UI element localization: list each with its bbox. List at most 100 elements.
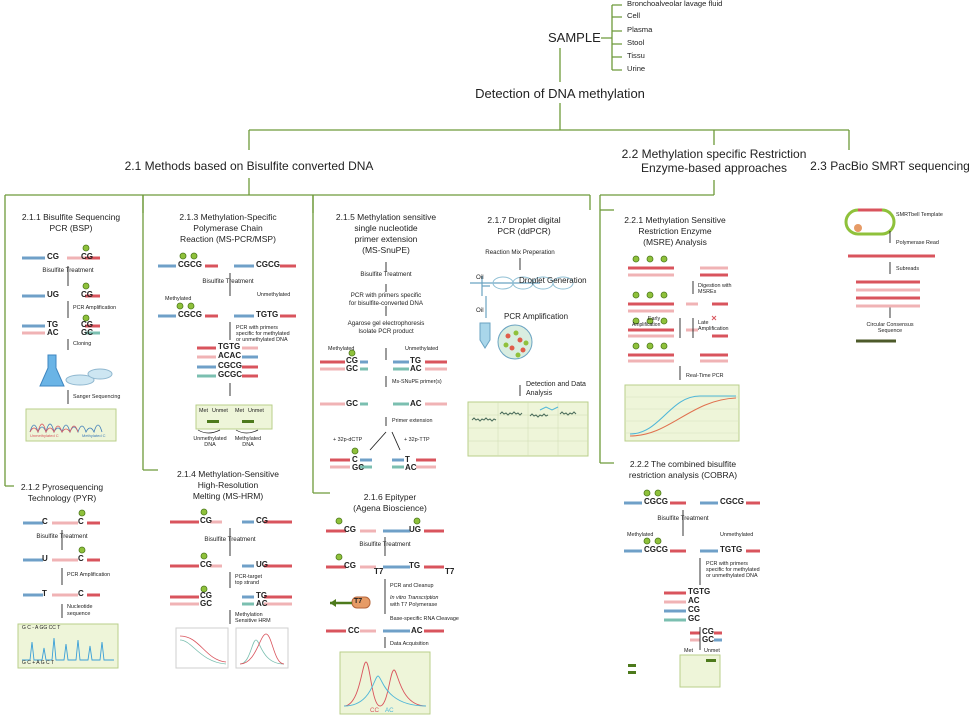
mspcr-label-unmethylated: Unmethylated xyxy=(257,292,291,298)
cobra-label-methylated: Methylated xyxy=(627,532,654,538)
mspcr-unmet-1: Unmet xyxy=(212,408,228,414)
pyr-step-pcr: PCR Amplification xyxy=(67,572,111,578)
ddpcr-oil-1: Oil xyxy=(476,274,484,281)
snupe-step-pcr-1: PCR with primers specific xyxy=(350,292,422,299)
mspcr-title-2: Polymerase Chain xyxy=(193,223,263,233)
cobra-step-pcr-2: specific for methylated xyxy=(706,567,760,573)
mspcr-title-1: 2.1.3 Methylation-Specific xyxy=(179,212,277,222)
ddpcr-step-mix: Reaction Mix Preperation xyxy=(485,249,555,256)
mshrm-title-3: Melting (MS-HRM) xyxy=(192,491,264,501)
ddpcr-title-1: 2.1.7 Droplet digital xyxy=(487,215,561,225)
ddpcr-step-pcr: PCR Amplification xyxy=(504,312,569,321)
mshrm-step-hrm-2: Sensitive HRM xyxy=(235,618,271,624)
sample-type-cell: Cell xyxy=(627,11,641,20)
cobra-step-pcr-3: or unmethylated DNA xyxy=(706,573,758,579)
sample-type-plasma: Plasma xyxy=(627,25,653,34)
snupe-label-unmethylated: Unmethylated xyxy=(405,346,439,352)
sample-type-bal: Bronchoalveolar lavage fluid xyxy=(627,0,723,8)
cobra-met: Met xyxy=(684,648,693,654)
msre-late-2: Amplification xyxy=(698,326,729,332)
ddpcr-title-2: PCR (ddPCR) xyxy=(497,226,551,236)
mshrm-step-hrm-1: Methylation xyxy=(235,612,263,618)
epityper-step-bisulfite: Bisulfite Treatment xyxy=(359,541,411,548)
pacbio-step-ccs-2: Sequence xyxy=(877,328,903,334)
epityper-t7-badge: T7 xyxy=(354,598,363,605)
mspcr-step-pcr-2: specific for methylated xyxy=(236,331,290,337)
epityper-step-transcription-1: In vitro Transcription xyxy=(390,595,439,601)
mspcr-unmet-2: Unmet xyxy=(248,408,264,414)
ddpcr-step-detection-2: Analysis xyxy=(526,390,553,397)
snupe-step-gel-2: Isolate PCR product xyxy=(358,328,414,335)
mshrm-step-pcr-2: top strand xyxy=(235,580,259,586)
cobra-title-1: 2.2.2 The combined bisulfite xyxy=(629,459,737,469)
mspcr-methylated-dna-1: Methylated xyxy=(234,436,262,442)
bsp-step-sanger: Sanger Sequencing xyxy=(73,394,121,400)
sample-label: SAMPLE xyxy=(548,30,601,45)
epityper-ac: AC xyxy=(411,626,423,635)
category-restriction-line1: 2.2 Methylation specific Restriction xyxy=(621,147,807,161)
snupe-dttp: + 32p-TTP xyxy=(404,437,430,443)
epityper-t7-2: T7 xyxy=(445,567,455,576)
snupe-step-primer: Ms-SNuPE primer(s) xyxy=(392,379,442,385)
cobra-label-unmethylated: Unmethylated xyxy=(720,532,754,538)
bsp-step-pcr: PCR Amplification xyxy=(73,305,117,311)
epityper-step-acquisition: Data Acquisition xyxy=(390,641,429,647)
mspcr-unmethylated-dna-1: Unmethylated xyxy=(193,436,227,442)
bsp-title-1: 2.1.1 Bisulfite Sequencing xyxy=(21,212,121,222)
epityper-cc: CC xyxy=(348,626,360,635)
cobra-title-2: restriction analysis (COBRA) xyxy=(628,470,738,480)
main-title: Detection of DNA methylation xyxy=(475,86,645,101)
category-restriction-line2: Enzyme-based approaches xyxy=(640,161,788,175)
msre-title-2: Restriction Enzyme xyxy=(638,226,712,236)
msre-early-2: Amplification xyxy=(632,322,661,328)
snupe-title-4: (MS-SnuPE) xyxy=(362,245,410,255)
msre-step-digestion-1: Digestion with xyxy=(698,283,732,289)
msre-step-realtime: Real-Time PCR xyxy=(686,373,724,379)
bsp-legend-methylated: Methylated C xyxy=(82,433,106,438)
pyr-step-nucleotide-1: Nucleotide xyxy=(67,604,93,610)
bsp-step-bisulfite: Bisulfite Treatment xyxy=(42,267,94,274)
snupe-title-3: primer extension xyxy=(354,234,418,244)
pyr-step-nucleotide-2: sequence xyxy=(67,611,91,617)
snupe-title-2: single nucleotide xyxy=(354,223,418,233)
snupe-dctp: + 32p-dCTP xyxy=(333,437,363,443)
msre-late-1: Late xyxy=(698,320,709,326)
bsp-legend-unmethylated: Unmethylated C xyxy=(30,433,59,438)
ddpcr-oil-2: Oil xyxy=(476,307,484,314)
epityper-step-pcr: PCR and Cleanup xyxy=(390,583,434,589)
msre-step-digestion-2: MSREs xyxy=(698,289,717,295)
msre-early-1: Early xyxy=(647,316,661,322)
category-bisulfite: 2.1 Methods based on Bisulfite converted… xyxy=(124,159,374,173)
mspcr-methylated-dna-2: DNA xyxy=(242,442,254,448)
pacbio-step-subreads: Subreads xyxy=(896,266,920,272)
epityper-legend-cc: CC xyxy=(370,707,379,714)
sample-type-stool: Stool xyxy=(627,38,645,47)
snupe-label-methylated: Methylated xyxy=(328,346,355,352)
sample-type-tissu: Tissu xyxy=(627,51,645,60)
snupe-step-gel-1: Agarose gel electrophoresis xyxy=(347,320,425,327)
snupe-step-bisulfite: Bisulfite Treatment xyxy=(360,271,412,278)
mshrm-step-bisulfite: Bisulfite Treatment xyxy=(204,536,256,543)
bsp-step-cloning: Cloning xyxy=(73,341,92,347)
cobra-unmet: Unmet xyxy=(704,648,720,654)
mshrm-title-1: 2.1.4 Methylation-Sensitive xyxy=(176,469,280,479)
mspcr-label-methylated: Methylated xyxy=(165,296,192,302)
snupe-step-pcr-2: for bisulfite-converted DNA xyxy=(349,300,423,307)
pacbio-step-ccs-1: Circular Consensus xyxy=(866,322,914,328)
msre-title-1: 2.2.1 Methylation Sensitive xyxy=(624,215,726,225)
snupe-title-1: 2.1.5 Methylation sensitive xyxy=(335,212,437,222)
mspcr-met-2: Met xyxy=(235,408,244,414)
mspcr-unmethylated-dna-2: DNA xyxy=(204,442,216,448)
category-pacbio: 2.3 PacBio SMRT sequencing xyxy=(810,159,969,173)
